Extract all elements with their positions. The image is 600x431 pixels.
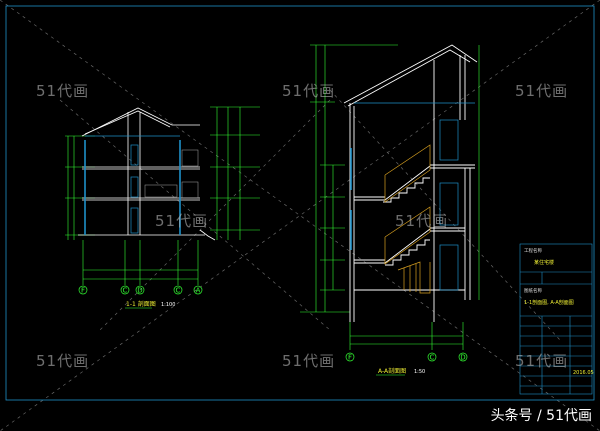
project-value: 某住宅楼 (534, 259, 554, 266)
axis-label: C (430, 354, 435, 362)
watermark: 51代画 (155, 212, 209, 230)
sheet-frame (5, 5, 595, 401)
drawing-title: A-A剖面图 (378, 367, 406, 375)
axis-label: A (196, 287, 201, 295)
watermark: 51代画 (36, 352, 90, 370)
axis-label: F (348, 354, 352, 362)
axis-label: C (123, 287, 128, 295)
watermark: 51代画 (395, 212, 449, 230)
watermark: 51代画 (515, 82, 569, 100)
axis-label: D (137, 287, 142, 295)
title-block (519, 243, 593, 395)
axis-label: D (460, 354, 465, 362)
sheet-value: 1-1剖面图, A-A剖面图 (524, 299, 574, 306)
section-1-1: F C D C A 1-1 剖面图 1:100 (65, 106, 260, 309)
watermark: 51代画 (515, 352, 569, 370)
drawing-scale: 1:100 (161, 302, 175, 308)
sheet-label: 图纸名称 (524, 287, 542, 294)
section-a-a: F C D A-A剖面图 1:50 (300, 44, 480, 376)
source-caption: 头条号 / 51代画 (490, 408, 592, 424)
watermark: 51代画 (282, 82, 336, 100)
stair-railing (384, 144, 431, 294)
axis-label: C (176, 287, 181, 295)
drawing-scale: 1:50 (414, 369, 425, 375)
drawing-title: 1-1 剖面图 (126, 300, 156, 308)
watermark: 51代画 (282, 352, 336, 370)
date-value: 2016.05 (573, 370, 594, 376)
project-label: 工程名称 (524, 247, 542, 254)
axis-label: F (81, 287, 85, 295)
watermark: 51代画 (36, 82, 90, 100)
